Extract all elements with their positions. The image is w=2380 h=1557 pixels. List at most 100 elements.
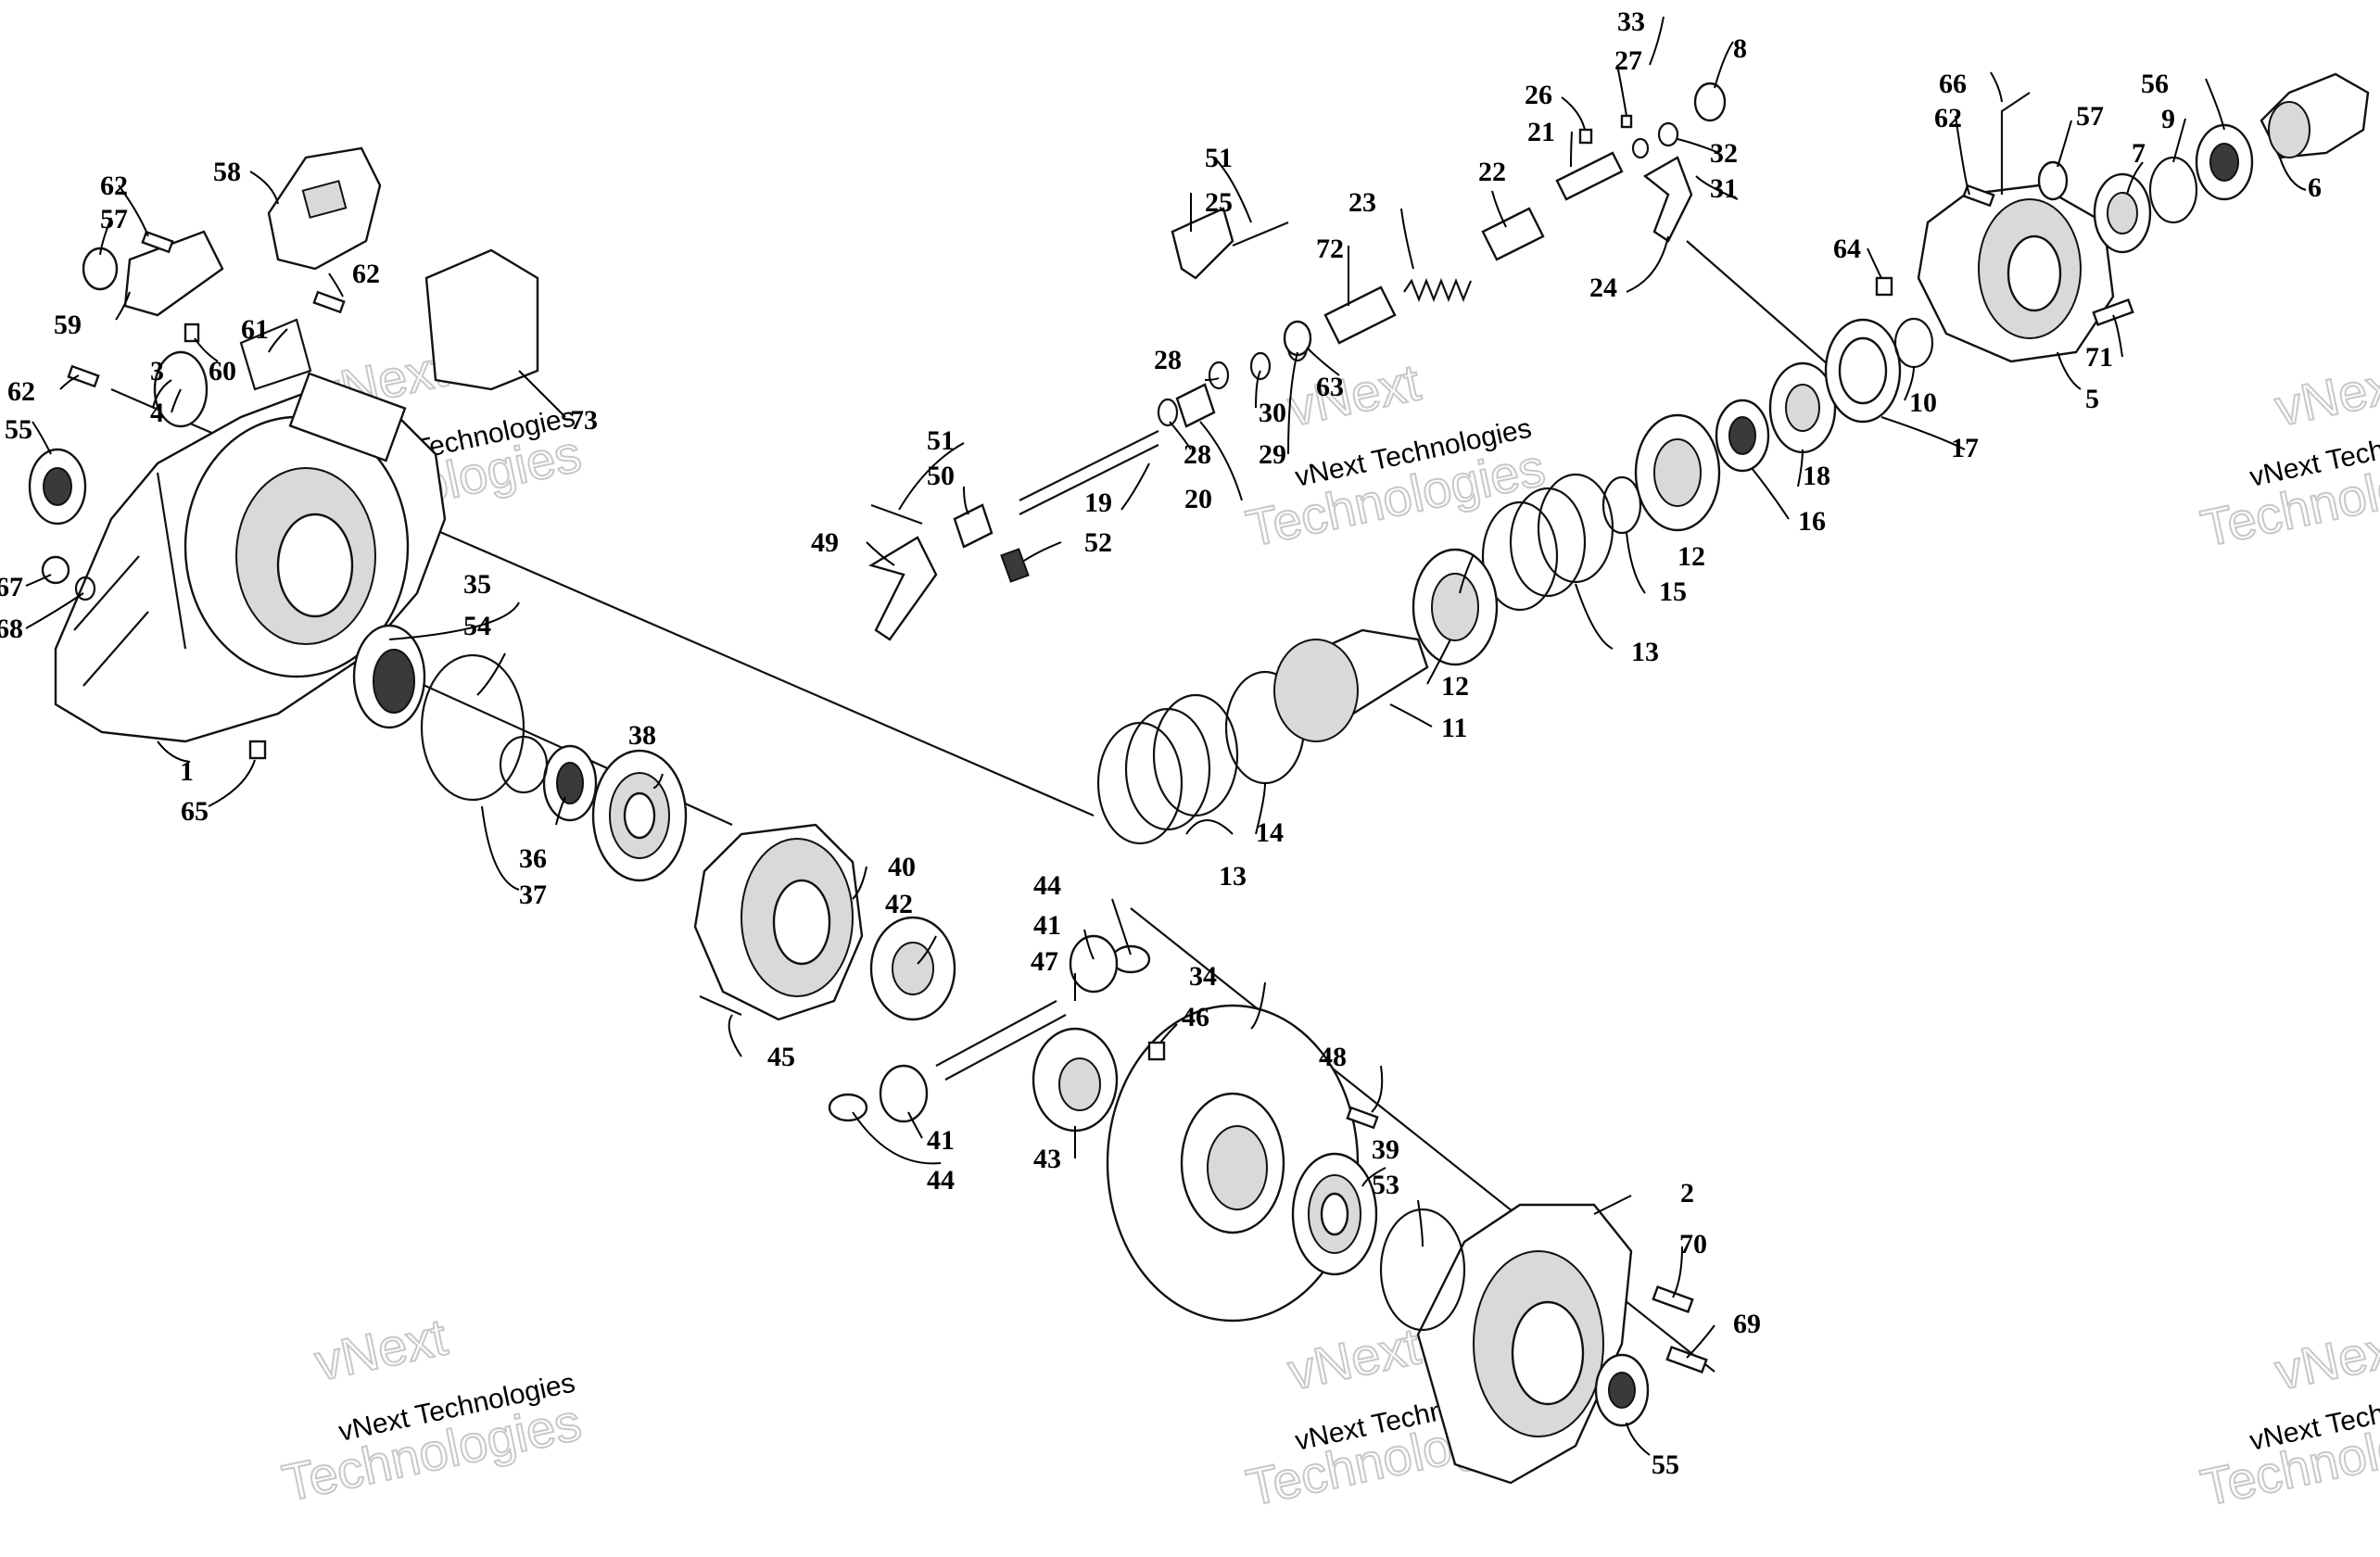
part-5-output-housing — [1917, 184, 2115, 363]
callout-41: 41 — [927, 1125, 955, 1156]
part-11-pinion-shaft — [1273, 628, 1429, 742]
callout-21: 21 — [1527, 117, 1555, 147]
watermark-big-text: vNext — [2270, 352, 2380, 437]
part-37-snap-ring — [499, 735, 549, 794]
part-13-o-ring — [1481, 500, 1559, 612]
callout-48: 48 — [1319, 1042, 1347, 1072]
callout-73: 73 — [570, 405, 598, 436]
callout-59: 59 — [54, 310, 82, 340]
callout-15: 15 — [1659, 576, 1687, 607]
callout-66: 66 — [1939, 69, 1967, 99]
callout-13: 13 — [1219, 861, 1247, 892]
part-9-snap-ring — [2148, 156, 2198, 224]
callout-45: 45 — [767, 1042, 795, 1072]
callout-57: 57 — [100, 204, 128, 234]
part-1-main-housing — [54, 372, 447, 743]
callout-69: 69 — [1733, 1309, 1761, 1339]
callout-11: 11 — [1441, 713, 1467, 743]
callout-64: 64 — [1833, 234, 1861, 264]
callout-6: 6 — [2308, 172, 2322, 203]
part-59-cover — [123, 230, 224, 317]
o-rings — [420, 473, 1642, 1332]
callout-62: 62 — [352, 259, 380, 289]
part-20-shift-block — [1175, 383, 1216, 428]
part-73-bracket — [424, 248, 539, 391]
part-35-bearing-race — [352, 624, 426, 729]
callout-9: 9 — [2161, 104, 2175, 134]
callout-53: 53 — [1372, 1170, 1399, 1200]
callout-17: 17 — [1951, 433, 1979, 463]
callout-1: 1 — [180, 756, 194, 787]
part-28-washer-lower — [1157, 398, 1179, 427]
part-60-pin — [184, 323, 200, 343]
diff-gears — [869, 916, 1119, 1133]
part-6-output-yoke — [2260, 72, 2370, 159]
part-55-seal-lower-inner — [1608, 1372, 1636, 1409]
part-55-seal-inner — [43, 467, 72, 506]
part-61-gasket — [239, 318, 312, 391]
watermark-group: vNext vNext Technologies Technologies vN… — [276, 337, 2380, 1517]
callout-19: 19 — [1084, 487, 1112, 518]
part-12-bearing — [1412, 548, 1499, 666]
callout-70: 70 — [1679, 1229, 1707, 1260]
callout-44: 44 — [927, 1165, 955, 1196]
callout-60: 60 — [209, 356, 236, 386]
callout-38: 38 — [628, 720, 656, 751]
part-41-pinion-gear — [1069, 934, 1119, 994]
callout-39: 39 — [1372, 1134, 1399, 1165]
callout-23: 23 — [1348, 187, 1376, 218]
callout-55: 55 — [5, 414, 32, 445]
part-62-bolt — [1962, 184, 1995, 208]
callout-41: 41 — [1033, 910, 1061, 941]
part-30-ring — [1249, 351, 1272, 381]
part-41-pinion-gear-lower — [879, 1064, 929, 1123]
part-15-ring — [1601, 475, 1642, 535]
callout-46: 46 — [1182, 1002, 1209, 1032]
callout-58: 58 — [213, 157, 241, 187]
callout-12: 12 — [1677, 541, 1705, 572]
part-13-o-ring — [1124, 707, 1211, 831]
callout-62: 62 — [7, 376, 35, 407]
part-24-shift-fork — [1642, 156, 1693, 243]
callout-24: 24 — [1589, 272, 1617, 303]
part-22-sleeve — [1481, 207, 1545, 261]
callout-55: 55 — [1652, 1449, 1679, 1480]
watermark-big-text: vNext — [1283, 352, 1425, 437]
callout-54: 54 — [463, 611, 491, 641]
part-42-side-gear-hub — [892, 942, 934, 995]
callout-50: 50 — [927, 461, 955, 491]
leader-lines — [25, 16, 2307, 1456]
callout-49: 49 — [811, 527, 839, 558]
callout-52: 52 — [1084, 527, 1112, 558]
small-parts — [28, 92, 2134, 1427]
watermark-bottom-left: vNext vNext Technologies Technologies — [276, 1306, 587, 1513]
part-56-seal — [2195, 123, 2254, 201]
callout-44: 44 — [1033, 870, 1061, 901]
callout-29: 29 — [1259, 439, 1286, 470]
callout-5: 5 — [2085, 384, 2099, 414]
part-32-clip — [1657, 121, 1679, 147]
shift-washers — [1157, 82, 1727, 427]
part-62-bolt — [67, 364, 100, 388]
callout-62: 62 — [100, 171, 128, 201]
callout-labels: 1 2 3 4 5 6 7 8 9 10 11 12 12 13 13 14 1… — [0, 6, 2322, 1480]
callout-22: 22 — [1478, 157, 1506, 187]
callout-47: 47 — [1031, 946, 1058, 977]
part-8-washer — [1693, 82, 1727, 122]
part-58-actuator — [267, 146, 382, 271]
callout-31: 31 — [1710, 173, 1738, 204]
part-25-shift-fork — [1171, 207, 1234, 280]
callout-16: 16 — [1798, 506, 1826, 537]
part-13-o-ring — [1096, 721, 1184, 845]
callout-42: 42 — [885, 889, 913, 919]
callout-51: 51 — [927, 425, 955, 456]
callout-28: 28 — [1184, 439, 1211, 470]
part-40-differential-case — [693, 823, 864, 1021]
part-64-dowel — [1875, 276, 1893, 297]
callout-30: 30 — [1259, 398, 1286, 428]
part-38-bearing — [591, 749, 688, 882]
callout-65: 65 — [181, 796, 209, 827]
part-2-end-cover — [1416, 1203, 1633, 1485]
part-47-cross-shaft — [935, 1000, 1057, 1067]
callout-56: 56 — [2141, 69, 2169, 99]
